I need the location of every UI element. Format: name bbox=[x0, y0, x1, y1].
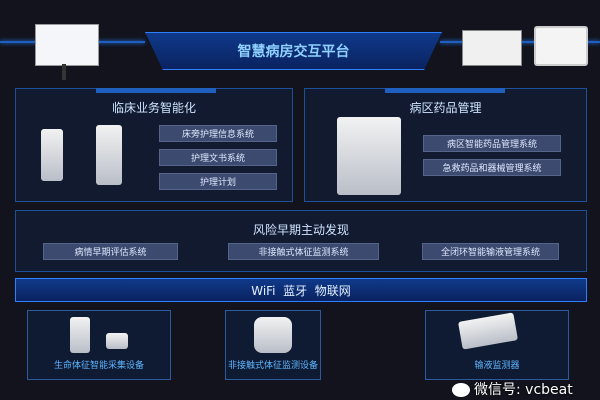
device-label: 输液监测器 bbox=[474, 361, 520, 371]
wechat-icon bbox=[452, 383, 470, 397]
device-box: 非接触式体征监测设备 bbox=[225, 310, 321, 380]
pharmacy-panel: 病区药品管理 病区智能药品管理系统 急救药品和器械管理系统 bbox=[304, 88, 587, 202]
clinical-title: 临床业务智能化 bbox=[111, 101, 196, 115]
panel-tab bbox=[385, 88, 505, 93]
device-box: 生命体征智能采集设备 bbox=[27, 310, 171, 380]
vital-signs-monitor-icon bbox=[70, 317, 90, 353]
clinical-item[interactable]: 护理计划 bbox=[159, 173, 277, 190]
watermark: 微信号: vcbeat bbox=[452, 382, 573, 398]
panel-tab bbox=[96, 88, 216, 93]
device-label: 非接触式体征监测设备 bbox=[227, 361, 318, 371]
risk-panel: 风险早期主动发现 病情早期评估系统 非接触式体征监测系统 全闭环智能输液管理系统 bbox=[15, 210, 587, 272]
display-screen-device bbox=[35, 24, 99, 66]
watermark-text: 微信号: vcbeat bbox=[474, 382, 573, 398]
contactless-sensor-icon bbox=[254, 317, 292, 353]
risk-item[interactable]: 全闭环智能输液管理系统 bbox=[422, 243, 559, 260]
device-label: 生命体征智能采集设备 bbox=[53, 361, 144, 371]
medicine-cabinet-device bbox=[337, 117, 401, 195]
platform-title-banner: 智慧病房交互平台 bbox=[145, 32, 442, 70]
risk-title: 风险早期主动发现 bbox=[252, 223, 349, 237]
pharmacy-item[interactable]: 病区智能药品管理系统 bbox=[423, 135, 561, 152]
infusion-monitor-icon bbox=[457, 312, 519, 350]
risk-item[interactable]: 非接触式体征监测系统 bbox=[228, 243, 379, 260]
bedside-terminal-device bbox=[534, 26, 588, 66]
network-bar: WiFi 蓝牙 物联网 bbox=[15, 278, 587, 302]
risk-item[interactable]: 病情早期评估系统 bbox=[43, 243, 178, 260]
nursing-cart-device bbox=[96, 125, 122, 185]
device-box: 输液监测器 bbox=[425, 310, 569, 380]
handheld-device bbox=[41, 129, 63, 181]
display-stand bbox=[62, 64, 66, 80]
tablet-device bbox=[462, 30, 522, 66]
pharmacy-title: 病区药品管理 bbox=[409, 101, 482, 115]
clinical-panel: 临床业务智能化 床旁护理信息系统 护理文书系统 护理计划 bbox=[15, 88, 293, 202]
pharmacy-item[interactable]: 急救药品和器械管理系统 bbox=[423, 159, 561, 176]
clinical-item[interactable]: 床旁护理信息系统 bbox=[159, 125, 277, 142]
oximeter-icon bbox=[106, 333, 128, 349]
clinical-item[interactable]: 护理文书系统 bbox=[159, 149, 277, 166]
